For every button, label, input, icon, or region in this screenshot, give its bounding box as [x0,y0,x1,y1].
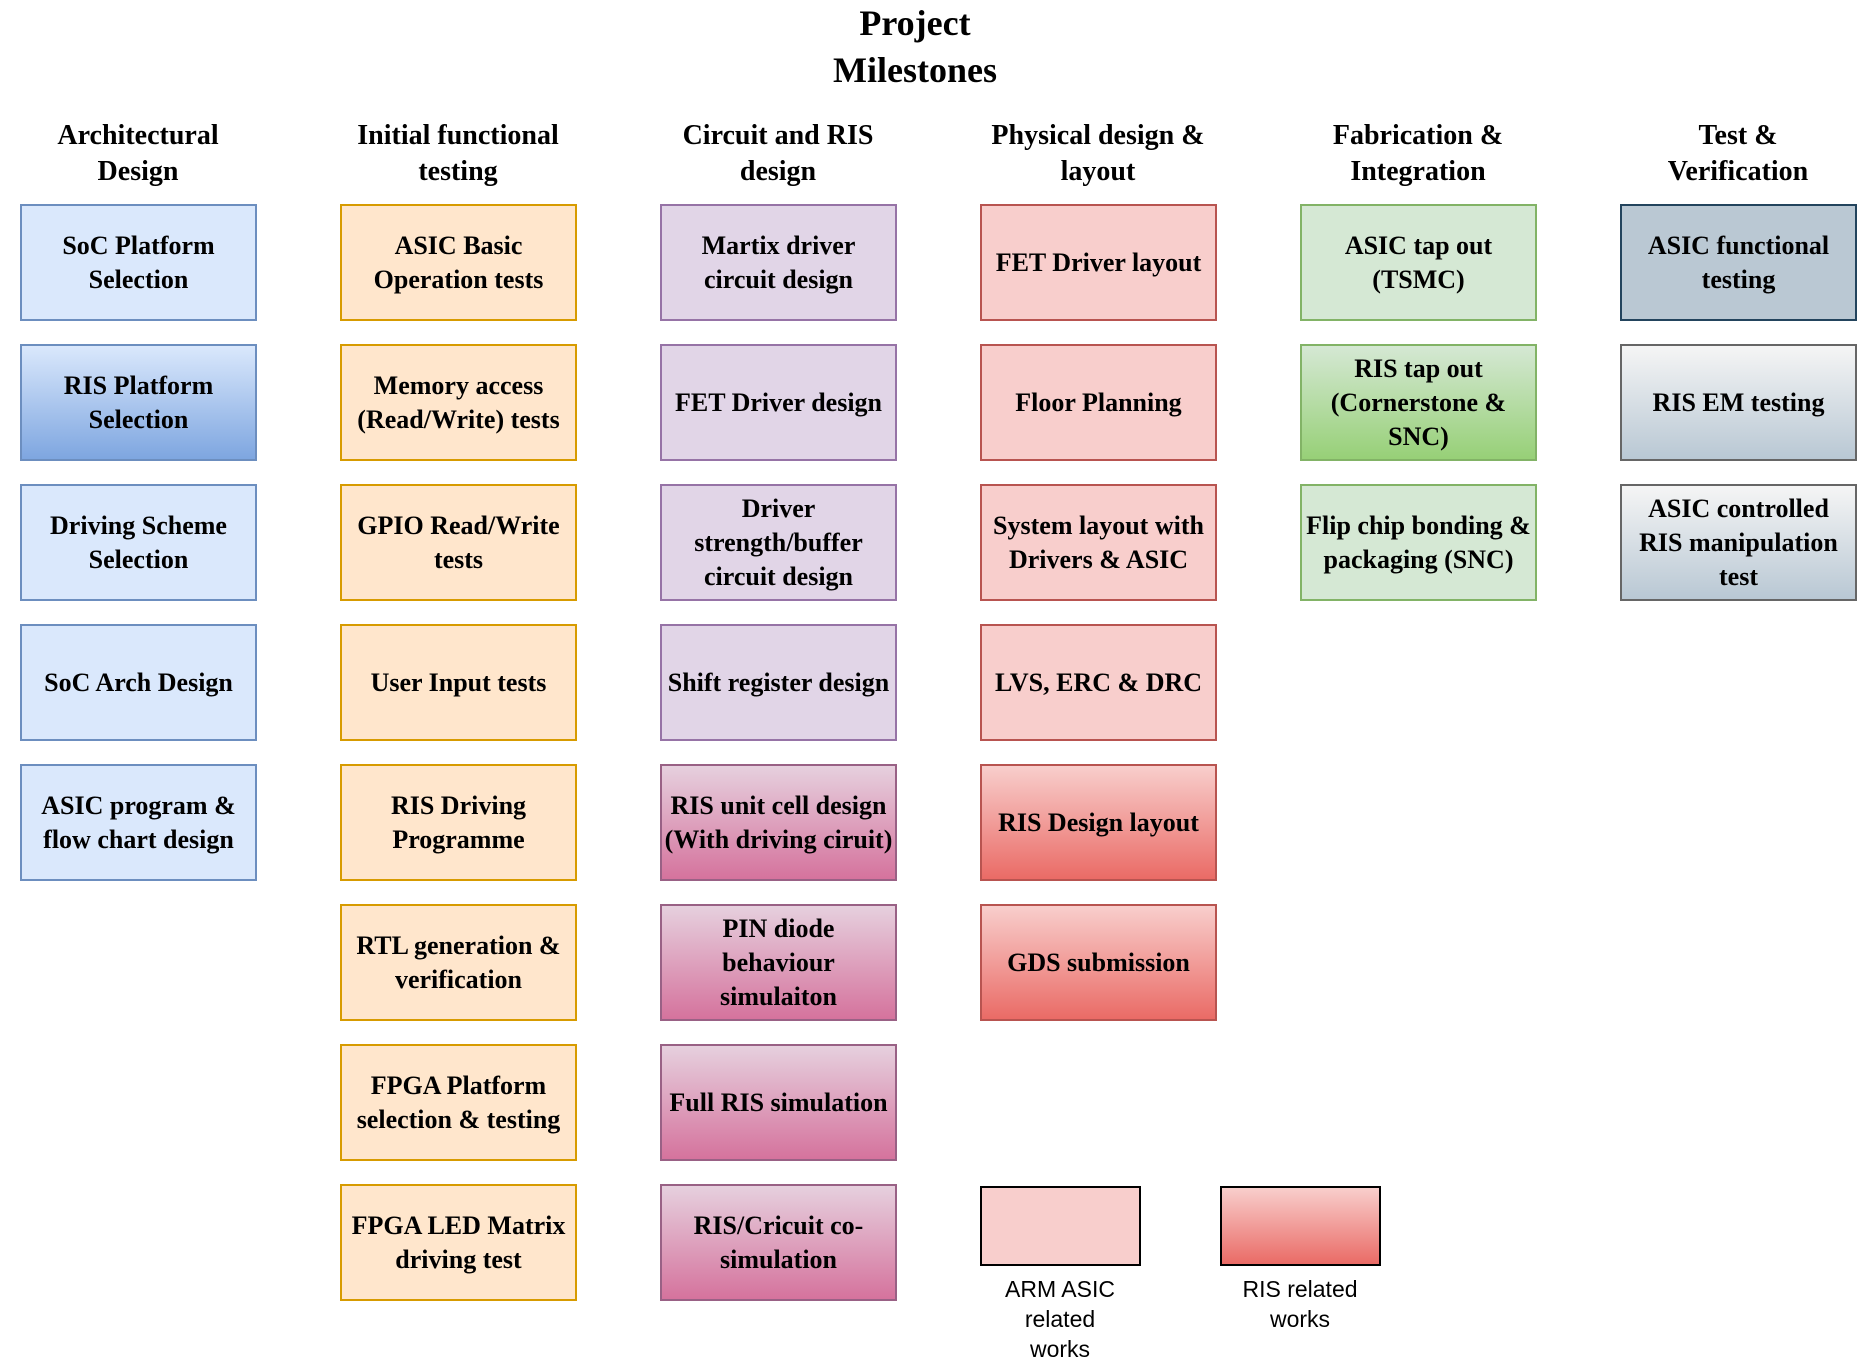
milestone-box: FET Driver design [660,344,897,461]
milestone-label: Driver strength/buffer circuit design [694,493,863,591]
milestone-box: ASIC functional testing [1620,204,1857,321]
milestone-label: GPIO Read/Write tests [357,510,560,574]
milestone-label: Floor Planning [1015,387,1182,417]
milestone-label: User Input tests [370,667,547,697]
milestone-label: Flip chip bonding & packaging (SNC) [1306,510,1531,574]
column-header: Physical design & layout [991,120,1205,187]
milestone-label: SoC Platform Selection [62,230,215,294]
milestone-label: Full RIS simulation [669,1087,888,1117]
milestone-box: ASIC Basic Operation tests [340,204,577,321]
milestone-box: ASIC program & flow chart design [20,764,257,881]
milestone-box: RTL generation & verification [340,904,577,1021]
column-header: Circuit and RIS design [682,120,874,187]
milestone-box: SoC Arch Design [20,624,257,741]
milestone-label: RIS unit cell design (With driving cirui… [664,790,893,854]
milestone-label: RIS tap out (Cornerstone & SNC) [1330,353,1507,451]
milestone-label: FPGA Platform selection & testing [356,1070,561,1134]
milestone-label: FET Driver layout [995,247,1202,277]
milestone-label: RTL generation & verification [356,930,561,994]
milestone-box: RIS Driving Programme [340,764,577,881]
milestone-label: LVS, ERC & DRC [994,667,1203,697]
milestone-box: RIS Platform Selection [20,344,257,461]
milestone-label: Shift register design [667,667,890,697]
milestone-box: ASIC controlled RIS manipulation test [1620,484,1857,601]
milestone-box: RIS EM testing [1620,344,1857,461]
milestone-label: ASIC tap out (TSMC) [1344,230,1493,294]
milestone-label: ASIC Basic Operation tests [373,230,544,294]
milestone-box: Driving Scheme Selection [20,484,257,601]
milestone-box: RIS/Cricuit co-simulation [660,1184,897,1301]
milestone-box: FET Driver layout [980,204,1217,321]
milestone-label: System layout with Drivers & ASIC [993,510,1204,574]
milestone-label: RIS Design layout [998,807,1199,837]
diagram-title: Project Milestones [833,3,997,90]
milestone-box: SoC Platform Selection [20,204,257,321]
milestone-label: FET Driver design [674,387,883,417]
milestone-label: SoC Arch Design [44,667,233,697]
milestone-label: FPGA LED Matrix driving test [351,1210,566,1274]
column-header: Architectural Design [57,120,219,187]
milestone-box: RIS Design layout [980,764,1217,881]
milestone-box: PIN diode behaviour simulaiton [660,904,897,1021]
legend-swatch [980,1186,1141,1266]
milestone-box: Full RIS simulation [660,1044,897,1161]
milestone-box: Memory access (Read/Write) tests [340,344,577,461]
milestone-box: GPIO Read/Write tests [340,484,577,601]
milestone-box: ASIC tap out (TSMC) [1300,204,1537,321]
milestone-label: Martix driver circuit design [701,230,856,294]
column-header: Test & Verification [1667,120,1809,187]
legend-label: ARM ASIC related works [1005,1276,1115,1362]
milestone-label: ASIC functional testing [1647,230,1830,294]
legend-swatch [1220,1186,1381,1266]
milestone-label: Driving Scheme Selection [50,510,227,574]
milestone-label: ASIC program & flow chart design [41,790,236,854]
milestone-label: RIS Platform Selection [63,370,214,434]
milestone-box: Shift register design [660,624,897,741]
column-header: Initial functional testing [357,120,559,187]
milestone-label: RIS Driving Programme [390,790,527,854]
milestone-box: RIS tap out (Cornerstone & SNC) [1300,344,1537,461]
milestone-label: ASIC controlled RIS manipulation test [1639,493,1838,591]
milestone-box: FPGA LED Matrix driving test [340,1184,577,1301]
milestone-label: PIN diode behaviour simulaiton [719,913,838,1011]
milestone-box: RIS unit cell design (With driving cirui… [660,764,897,881]
milestone-box: System layout with Drivers & ASIC [980,484,1217,601]
legend-label: RIS related works [1242,1276,1358,1332]
milestone-box: Floor Planning [980,344,1217,461]
milestone-label: GDS submission [1007,947,1190,977]
milestone-label: Memory access (Read/Write) tests [357,370,560,434]
milestone-box: Martix driver circuit design [660,204,897,321]
milestone-box: GDS submission [980,904,1217,1021]
milestone-label: RIS EM testing [1652,387,1825,417]
column-header: Fabrication & Integration [1332,120,1504,187]
milestone-box: User Input tests [340,624,577,741]
milestone-label: RIS/Cricuit co-simulation [693,1210,864,1274]
milestone-box: Flip chip bonding & packaging (SNC) [1300,484,1537,601]
milestone-box: LVS, ERC & DRC [980,624,1217,741]
milestone-box: FPGA Platform selection & testing [340,1044,577,1161]
milestone-box: Driver strength/buffer circuit design [660,484,897,601]
